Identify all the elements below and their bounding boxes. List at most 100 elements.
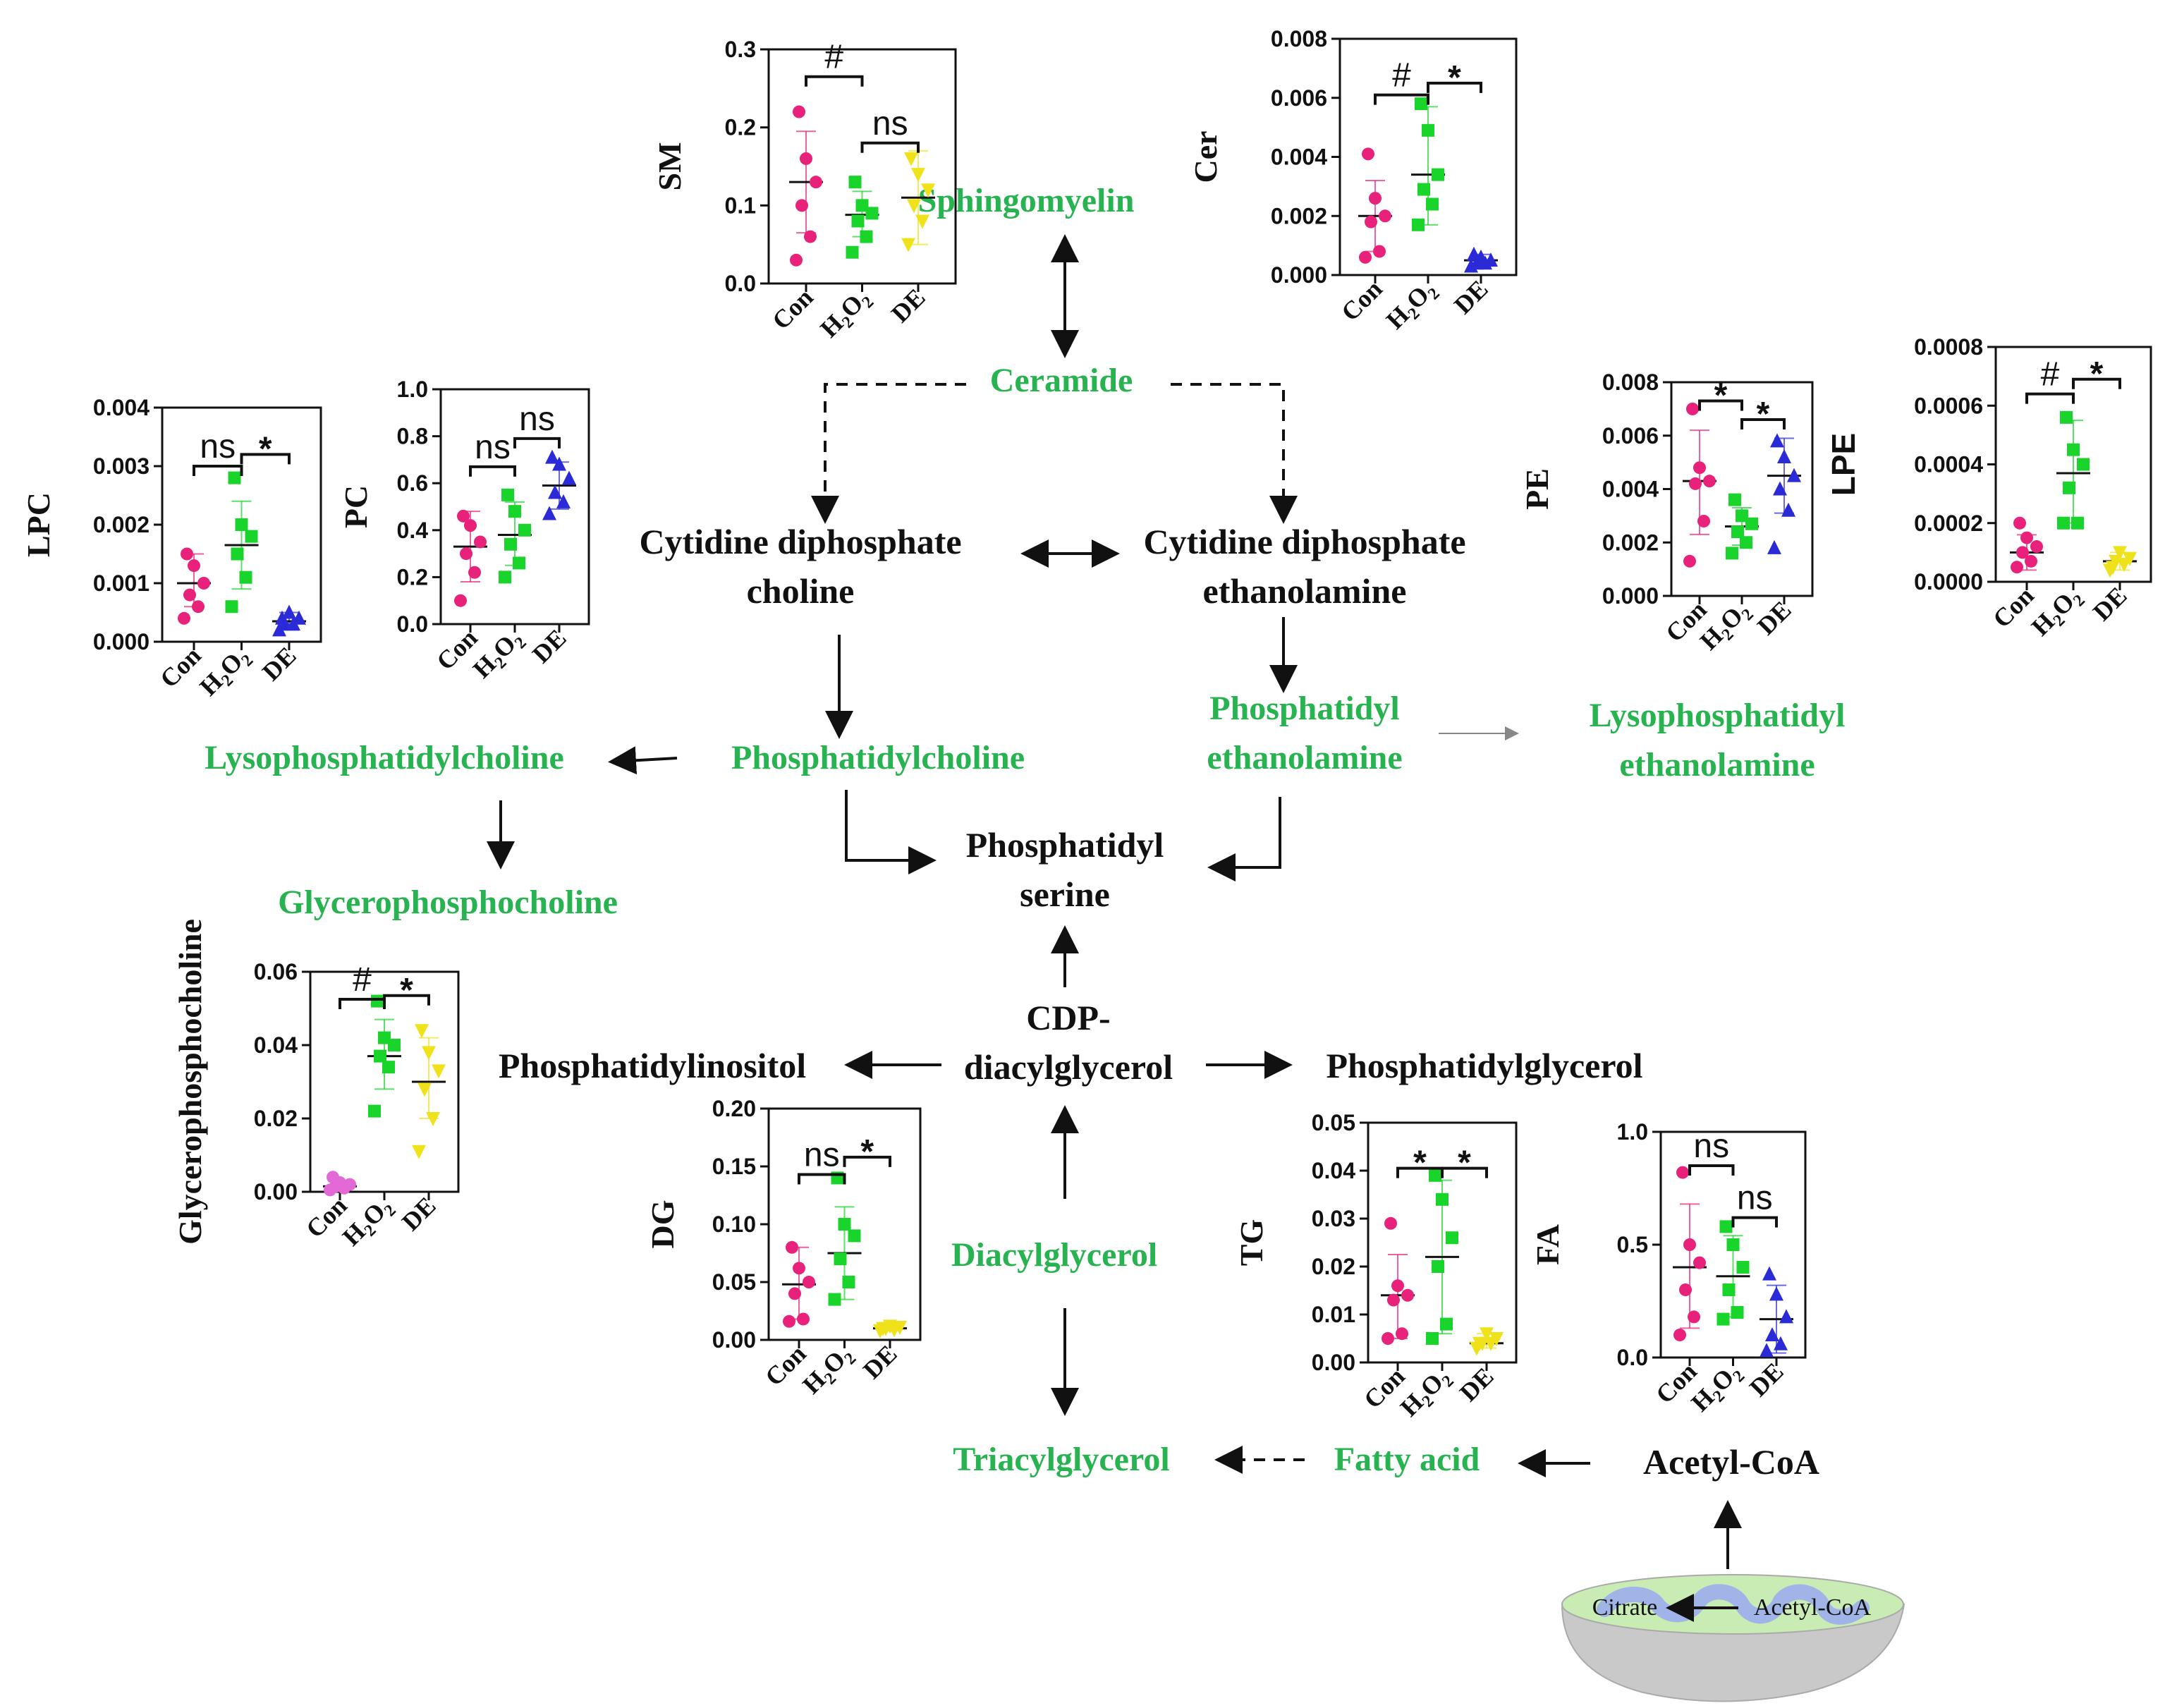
y-axis-label: Cer	[1188, 130, 1224, 183]
data-point-de	[907, 199, 921, 214]
y-tick-label: 0.002	[1602, 530, 1659, 555]
data-point-h2o2	[513, 556, 525, 570]
node-lpe-line1: Lysophosphatidyl	[1590, 697, 1846, 734]
x-tick-label-h2o2: H2​O2​	[1395, 1362, 1458, 1425]
y-axis-label: Glycerophosphocholine	[172, 919, 208, 1245]
arrow-ceramide-cdp-ethanolamine	[1171, 383, 1298, 524]
data-point-h2o2	[1740, 536, 1752, 549]
node-cdp-ethanolamine-line2: ethanolamine	[1203, 571, 1407, 611]
data-point-de	[275, 610, 289, 625]
y-axis-label: TG	[1233, 1219, 1269, 1266]
x-tick-label-de: DE	[858, 1339, 903, 1384]
data-point-h2o2	[1440, 1317, 1453, 1331]
data-point-de	[1762, 1266, 1776, 1281]
data-point-h2o2	[382, 1061, 395, 1074]
data-point-con	[793, 1262, 805, 1275]
data-point-de	[415, 1024, 429, 1039]
data-point-h2o2	[1412, 218, 1425, 231]
data-point-con	[181, 547, 193, 561]
data-point-con	[795, 199, 808, 212]
mitochondrion: Citrate Acetyl-CoA	[1561, 1574, 1905, 1702]
x-tick-label-de: DE	[257, 641, 302, 686]
significance-bracket	[513, 437, 561, 449]
data-point-de	[556, 494, 571, 508]
significance-label: *	[400, 972, 413, 1009]
data-point-h2o2	[501, 488, 514, 501]
data-point-con	[790, 253, 803, 267]
significance-bracket	[1441, 1166, 1488, 1178]
node-lysophosphatidylcholine: Lysophosphatidylcholine	[205, 739, 564, 776]
significance-bracket	[1731, 1216, 1778, 1228]
data-point-con	[1689, 477, 1702, 490]
significance-label: ns	[1737, 1180, 1773, 1217]
arrow-pc-lpc	[608, 746, 678, 775]
data-point-de	[901, 238, 915, 252]
data-point-h2o2	[1436, 1192, 1449, 1206]
data-point-de	[1765, 1327, 1779, 1341]
data-point-con	[464, 519, 477, 532]
node-cdp-dag-line1: CDP-	[1026, 998, 1110, 1037]
data-point-con	[457, 509, 470, 523]
x-tick-label-de: DE	[1454, 1362, 1499, 1407]
data-point-de	[1773, 481, 1787, 496]
y-axis-label: LPE	[1825, 433, 1862, 496]
data-point-h2o2	[860, 230, 873, 243]
data-point-h2o2	[1736, 1261, 1750, 1274]
y-tick-label: 0.20	[712, 1096, 756, 1121]
node-phosphatidylethanolamine-line1: Phosphatidyl	[1209, 690, 1399, 727]
data-point-con	[1401, 1288, 1414, 1302]
node-sphingomyelin: Sphingomyelin	[918, 182, 1135, 219]
significance-bracket	[2072, 377, 2121, 389]
data-point-h2o2	[371, 994, 384, 1008]
data-point-de	[1779, 1309, 1793, 1324]
data-point-de	[1480, 1327, 1494, 1342]
significance-label: #	[824, 39, 843, 76]
data-point-con	[1396, 1327, 1408, 1341]
data-point-h2o2	[1745, 517, 1758, 530]
significance-bracket	[860, 141, 920, 153]
y-tick-label: 0.0008	[1914, 334, 1983, 360]
significance-bracket	[1427, 81, 1482, 93]
data-point-h2o2	[848, 176, 862, 189]
data-point-h2o2	[851, 214, 865, 228]
pathway-nodes: Sphingomyelin Ceramide Cytidine diphosph…	[205, 182, 1845, 1482]
data-point-h2o2	[1731, 525, 1744, 539]
x-tick-label-h2o2: H2​O2​	[815, 283, 877, 346]
data-point-de	[921, 183, 935, 198]
data-point-con	[2016, 546, 2029, 559]
y-tick-label: 0.000	[1271, 262, 1327, 288]
y-tick-label: 0.8	[397, 424, 428, 449]
y-tick-label: 0.6	[397, 470, 428, 496]
data-point-de	[422, 1046, 436, 1061]
data-point-h2o2	[1722, 1283, 1736, 1296]
data-point-con	[1693, 461, 1706, 475]
data-point-h2o2	[1432, 168, 1444, 181]
data-point-de	[1489, 1332, 1504, 1346]
data-point-de	[1770, 433, 1784, 448]
y-tick-label: 0.0000	[1914, 569, 1983, 594]
data-point-de	[911, 168, 925, 183]
data-point-h2o2	[834, 1252, 847, 1266]
y-axis-label: FA	[1530, 1224, 1566, 1265]
node-diacylglycerol: Diacylglycerol	[951, 1236, 1157, 1274]
data-point-de	[2123, 551, 2137, 566]
y-tick-label: 0.008	[1271, 26, 1327, 51]
data-point-h2o2	[504, 537, 517, 551]
data-point-h2o2	[842, 1276, 855, 1288]
mitochondrion-cristae	[1597, 1584, 1870, 1625]
data-point-h2o2	[518, 523, 531, 537]
data-point-h2o2	[374, 1049, 386, 1063]
significance-label: #	[1392, 57, 1411, 94]
node-phosphatidylethanolamine-line2: ethanolamine	[1207, 739, 1402, 776]
significance-bracket	[1374, 93, 1429, 105]
data-point-con	[192, 600, 205, 614]
x-tick-label-con: Con	[1336, 274, 1388, 327]
data-point-h2o2	[225, 600, 238, 614]
data-point-h2o2	[378, 1031, 391, 1044]
data-point-de	[1781, 502, 1795, 517]
y-tick-label: 0.04	[254, 1032, 298, 1058]
data-point-con	[1697, 514, 1710, 527]
significance-label: *	[1714, 377, 1728, 415]
node-phosphatidylserine-line2: serine	[1020, 874, 1110, 914]
